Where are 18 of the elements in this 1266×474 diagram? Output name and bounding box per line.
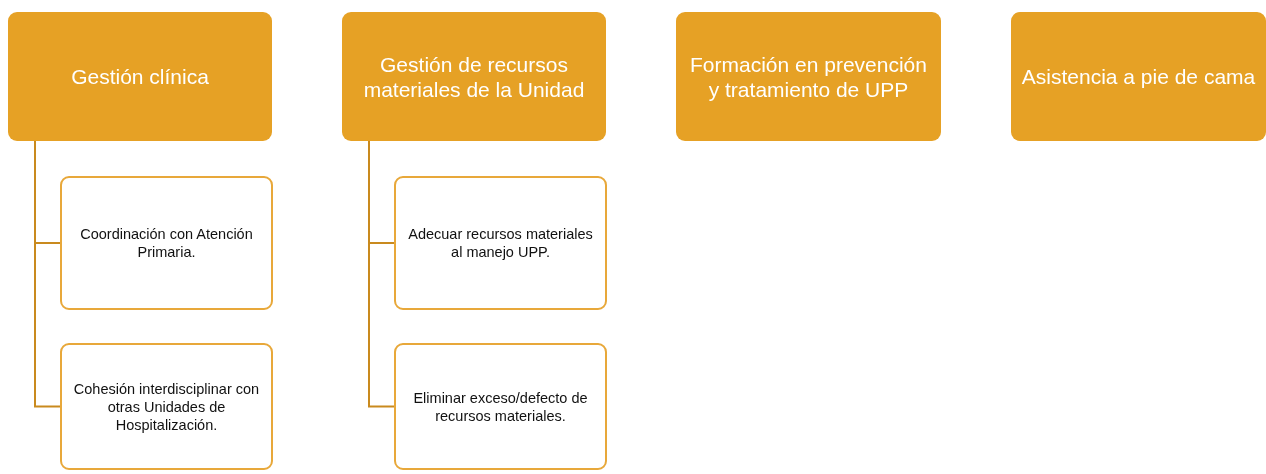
task-box bbox=[60, 176, 273, 310]
task-box bbox=[394, 343, 607, 470]
box-label: Eliminar exceso/defecto de recursos materiales. bbox=[412, 388, 589, 425]
category-box bbox=[676, 12, 941, 141]
connector-line bbox=[368, 140, 395, 408]
connector-line bbox=[34, 140, 61, 408]
box-label: Formación en prevención y tratamiento de UPP bbox=[689, 51, 928, 102]
box-label: Gestión de recursos materiales de la Unidad bbox=[362, 51, 586, 102]
category-box bbox=[342, 12, 606, 141]
box-label: Gestión clínica bbox=[71, 64, 209, 89]
category-box bbox=[1011, 12, 1266, 141]
task-box bbox=[60, 343, 273, 470]
box-label: Cohesión interdisciplinar con otras Unidades de Hospitalización. bbox=[72, 379, 261, 434]
category-box bbox=[8, 12, 272, 141]
box-label: Asistencia a pie de cama bbox=[1021, 64, 1256, 89]
box-label: Adecuar recursos materiales al manejo UPP. bbox=[407, 225, 594, 261]
box-label: Coordinación con Atención Primaria. bbox=[79, 225, 254, 261]
task-box bbox=[394, 176, 607, 310]
